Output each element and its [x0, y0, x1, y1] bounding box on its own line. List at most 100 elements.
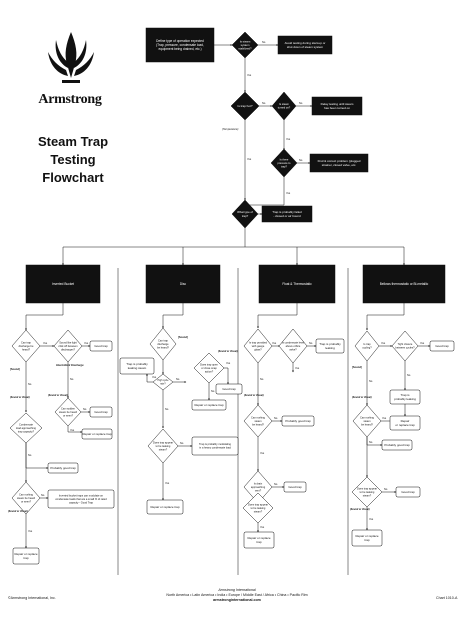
- node-text-line: above orifice: [286, 344, 301, 348]
- footer-regions: North America • Latin America • India • …: [166, 593, 308, 597]
- logo-wordmark: Armstrong: [38, 92, 102, 107]
- connector-line: [366, 303, 405, 331]
- node-text-line: Can rushing: [360, 415, 375, 419]
- node-text-line: approaching: [251, 485, 266, 489]
- column-header-2: Disc: [145, 264, 221, 304]
- node-text-line: Repair or replace: [14, 552, 37, 556]
- node-text-line: Good trap: [401, 490, 415, 494]
- node-text-line: shut down of steam system: [287, 45, 324, 49]
- node-text-line: trap: [23, 556, 29, 560]
- node-text-line: Good trap: [222, 387, 236, 391]
- ib-repair-replace-2-shape: [12, 547, 40, 565]
- node-delay-testing-shape: [311, 96, 363, 116]
- node-text-line: Trap is probably: [319, 342, 341, 346]
- node-text-line: or seen?: [21, 499, 32, 503]
- ib-repair-replace-shape: [81, 428, 113, 440]
- node-text-line: system: [241, 43, 251, 47]
- node-text-line: Is steam: [240, 39, 251, 43]
- title-line-2: Testing Flowchart: [42, 152, 104, 185]
- ib-condensate-load-shape: [9, 412, 43, 444]
- node-text-line: Repair or replace: [355, 534, 378, 538]
- node-text-line: glass?: [254, 347, 262, 351]
- node-text-line: Probably good trap: [285, 419, 311, 423]
- label-yes-4: Yes: [286, 191, 291, 195]
- disc-snap-action-shape: [193, 352, 225, 384]
- ft-label-yes-a: Yes: [272, 341, 277, 345]
- connector-line: [146, 373, 153, 383]
- bt-label-no-b: No: [369, 379, 373, 383]
- label-no-4: No: [299, 158, 303, 162]
- decision-steam-system-stabilized-shape: [231, 31, 259, 59]
- column-header-4-shape: [362, 264, 446, 304]
- ib-repair-replace: Repair or replace trap: [81, 428, 113, 440]
- bt-probably-leaking-shape: [389, 389, 421, 405]
- connector-line: [248, 177, 285, 206]
- node-text-line: be heard?: [361, 422, 373, 426]
- node-text-line: Is steam: [279, 102, 289, 106]
- node-text-line: Condensate: [19, 422, 34, 426]
- bt-good-trap: Good trap: [429, 340, 455, 352]
- ft-label-no-a: No: [309, 341, 313, 345]
- page-title: Steam Trap Testing Flowchart: [22, 133, 124, 187]
- ib-sudden-steam-shape: [54, 397, 82, 427]
- node-text-line: trap: [256, 540, 262, 544]
- bt-tight-closure-shape: [391, 330, 419, 362]
- decision-trap-hot-shape: [230, 91, 260, 121]
- ft-probably-good: Probably good trap: [281, 415, 315, 427]
- node-text-line: Disc: [180, 282, 187, 286]
- bt-good-trap-2-shape: [395, 486, 421, 498]
- ib-label-yes-b: Yes: [84, 341, 89, 345]
- ft-label-yes-c: Yes: [260, 451, 265, 455]
- column-header-1-shape: [25, 264, 101, 304]
- disc-label-no-b: No: [211, 389, 215, 393]
- node-text-line: Repair or replace trap: [82, 432, 111, 436]
- node-find-correct-problem: Find & correct problem (pluggedstrainer,…: [309, 153, 369, 173]
- node-text-line: High cycle: [157, 379, 169, 382]
- disc-label-yes-a: Yes: [152, 375, 157, 379]
- label-yes-3: Yes: [247, 157, 252, 161]
- ft-good-trap: Good trap: [283, 481, 307, 493]
- ib-inverted-note-shape: [47, 489, 115, 509]
- node-text-line: Sound like light: [59, 340, 77, 344]
- node-text-line: cycling?: [362, 346, 372, 350]
- connector-line: [257, 303, 298, 329]
- disc-modulating-shape: [191, 436, 239, 456]
- ib-label-sound-visual-3: (Sound or Visual): [8, 510, 28, 513]
- node-text-line: trap?: [281, 164, 287, 168]
- ft-leaking-steam-shape: [242, 492, 274, 524]
- node-text-line: trap capacity?: [18, 429, 35, 433]
- copyright-text: ©Armstrong International, Inc.: [8, 596, 56, 600]
- ft-probably-good-shape: [281, 415, 315, 427]
- node-text-line: steam?: [363, 493, 372, 497]
- node-text-line: (Trap, pressure, condensate load,: [156, 43, 204, 47]
- disc-label-no-c: No: [165, 407, 169, 411]
- ib-label-sound-visual-2: (Sound or Visual): [10, 396, 30, 399]
- node-text-line: Is drain: [254, 481, 263, 485]
- ib-label-intermittent: Intermittent Discharge: [56, 363, 84, 367]
- node-text-line: - closed or air bound: [273, 214, 301, 218]
- node-text-line: steam?: [159, 447, 168, 451]
- node-text-line: be heard?: [252, 422, 264, 426]
- node-text-line: trap: [364, 538, 370, 542]
- node-text-line: Delay testing until steam: [321, 102, 354, 106]
- label-yes-1: Yes: [247, 73, 252, 77]
- node-text-line: discharge be: [19, 344, 34, 348]
- node-text-line: Inverted bucket traps can modulate on: [59, 493, 104, 497]
- node-text-line: Float & Thermostatic: [282, 282, 312, 286]
- node-text-line: Is condensate level: [282, 340, 305, 344]
- ib-probably-good: Probably good trap: [47, 462, 79, 474]
- ft-label-no-b: No: [260, 377, 264, 381]
- node-text-line: Tight closure: [398, 342, 413, 346]
- node-text-line: Find & correct problem (plugged: [318, 159, 361, 163]
- ib-good-trap-2-shape: [89, 406, 113, 418]
